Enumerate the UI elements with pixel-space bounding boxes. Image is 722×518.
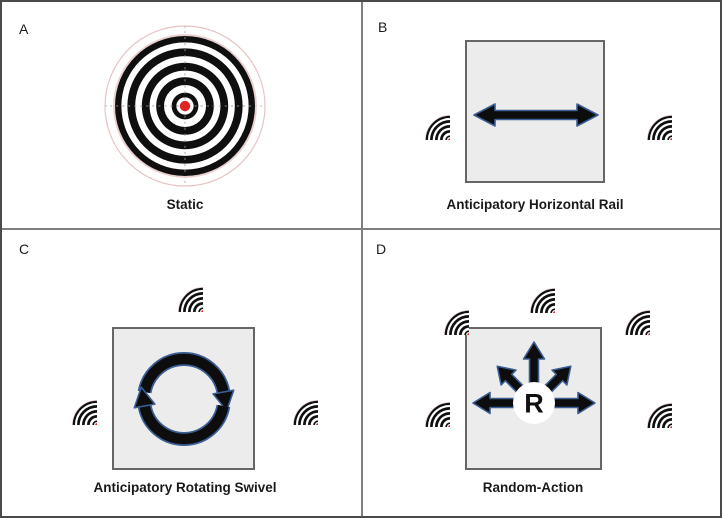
panel-divider-vertical: [361, 2, 363, 516]
bullseye-target-icon: [400, 90, 450, 140]
panel-d-letter: D: [376, 241, 387, 257]
panel-a-static: A Static: [2, 2, 361, 228]
clockwise-rotation-arrows-icon: [133, 352, 235, 446]
panel-c-rotating-swivel: C Anticipatory Rotating Swivel: [2, 230, 361, 516]
panel-b-letter: B: [378, 19, 388, 35]
panel-a-letter: A: [19, 21, 29, 37]
panel-c-caption: Anticipatory Rotating Swivel: [93, 480, 277, 495]
horizontal-double-arrow-icon: [473, 103, 599, 127]
panel-b-horizontal-rail: B Anticipatory Horizontal Rail: [363, 2, 722, 228]
radial-arrows-icon: R: [472, 341, 596, 424]
bullseye-target-icon: [622, 90, 672, 140]
panel-b-caption: Anticipatory Horizontal Rail: [446, 197, 624, 212]
panel-divider-horizontal: [2, 228, 720, 230]
bullseye-target-icon: [600, 285, 650, 335]
bullseye-target-icon: [505, 263, 555, 313]
bullseye-target-icon: [153, 262, 203, 312]
r-badge-label: R: [524, 389, 544, 419]
bullseye-target-icon: [47, 375, 97, 425]
bullseye-target-icon: [400, 377, 450, 427]
panel-d-random-action: D R Random-Action: [363, 230, 722, 516]
large-bullseye-target-icon: [104, 25, 266, 187]
panel-d-caption: Random-Action: [482, 480, 584, 495]
bullseye-target-icon: [419, 285, 469, 335]
panel-a-caption: Static: [166, 197, 204, 212]
panel-c-letter: C: [19, 241, 30, 257]
bullseye-target-icon: [622, 378, 672, 428]
bullseye-target-icon: [268, 375, 318, 425]
r-badge-circle: [513, 382, 555, 424]
